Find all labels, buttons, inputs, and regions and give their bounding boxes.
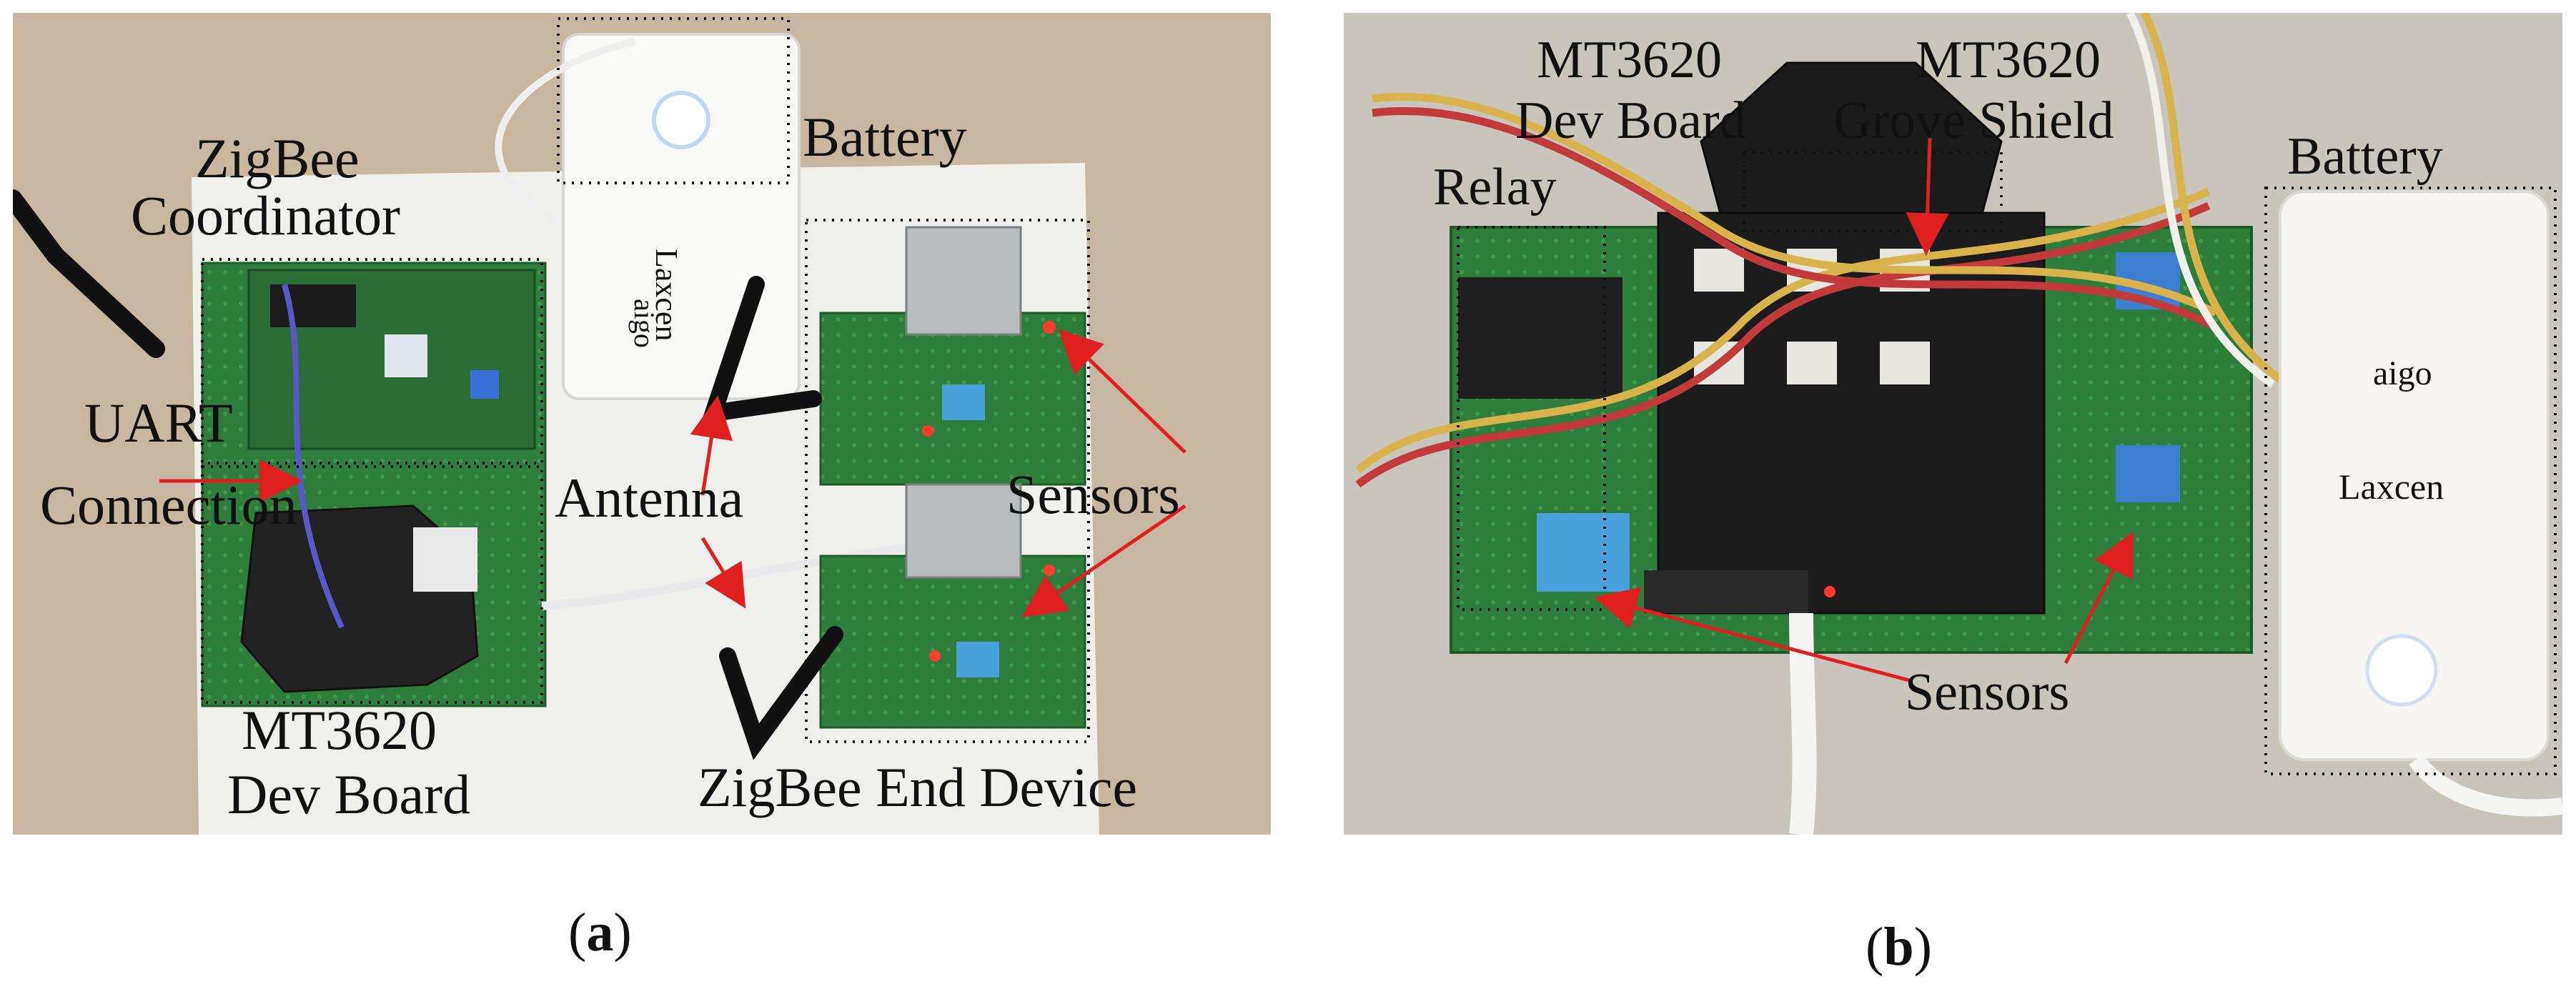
arrow-antenna-bottom — [700, 537, 746, 609]
arrow-sensors-left — [1594, 587, 1913, 683]
temp-humidity-sensor — [1537, 513, 1630, 592]
photo-panel-b: aigo Laxcen MT3620 Dev Board MT3620 Grov… — [1344, 13, 2562, 835]
label-antenna: Antenna — [555, 467, 743, 529]
relay-module — [1458, 277, 1623, 399]
label-mt3620-grove-line1: MT3620 — [1916, 31, 2101, 89]
uart-cable — [282, 283, 345, 629]
mt3620-dev-board-a — [240, 505, 479, 693]
dev-board-box-b — [1743, 151, 2003, 232]
shield-buttons — [1644, 570, 1808, 613]
label-sensors-b: Sensors — [1905, 663, 2069, 722]
powerbank-logo-b: aigo — [2373, 354, 2432, 392]
antenna-coordinator — [13, 189, 165, 358]
arrow-sensors-top — [1058, 329, 1187, 454]
label-uart-line2: Connection — [40, 474, 297, 536]
label-mt3620-grove-line2: Grove Shield — [1833, 91, 2114, 150]
powerbank-brand-b: Laxcen — [2339, 467, 2444, 507]
relay-box — [1457, 226, 1606, 611]
label-zigbee-coordinator-line2: Coordinator — [131, 184, 400, 247]
powerbank-cable — [495, 38, 636, 224]
arrow-sensors-bottom — [1021, 504, 1187, 617]
label-zigbee-coordinator-line1: ZigBee — [195, 127, 360, 189]
label-mt3620-line2: Dev Board — [227, 763, 470, 825]
powerbank-logo-a: aigo — [628, 299, 660, 348]
caption-a: (a) — [568, 903, 632, 963]
label-sensors-a: Sensors — [1006, 463, 1180, 525]
battery-box-b — [2264, 187, 2557, 775]
powerbank-a: Laxcen aigo — [562, 33, 801, 400]
usb-cable-b — [1789, 612, 1817, 835]
coordinator-box — [201, 258, 543, 464]
antenna-end-device-bottom — [719, 626, 843, 760]
label-zigbee-end-device: ZigBee End Device — [698, 756, 1137, 818]
end-device-box — [805, 219, 1090, 743]
powerbank-cable-b — [2409, 754, 2562, 817]
sound-sensor — [2116, 445, 2180, 502]
arrow-antenna-top — [690, 395, 733, 496]
label-battery-a: Battery — [803, 106, 967, 168]
label-uart-line1: UART — [84, 392, 233, 454]
photo-panel-a: Laxcen aigo — [13, 13, 1271, 835]
arrow-sensors-right — [2064, 532, 2134, 665]
label-mt3620-devboard-line1: MT3620 — [1537, 31, 1722, 89]
powerbank-brand-a: Laxcen — [649, 249, 684, 341]
label-battery-b: Battery — [2287, 127, 2443, 186]
powerbank-b: aigo Laxcen — [2279, 190, 2550, 761]
label-mt3620-devboard-line2: Dev Board — [1515, 91, 1746, 150]
zigbee-end-device-top — [819, 226, 1086, 486]
arrow-grove-shield — [1906, 137, 1949, 256]
label-relay: Relay — [1433, 158, 1557, 217]
caption-b: (b) — [1866, 917, 1932, 977]
label-mt3620-line1: MT3620 — [242, 699, 437, 761]
